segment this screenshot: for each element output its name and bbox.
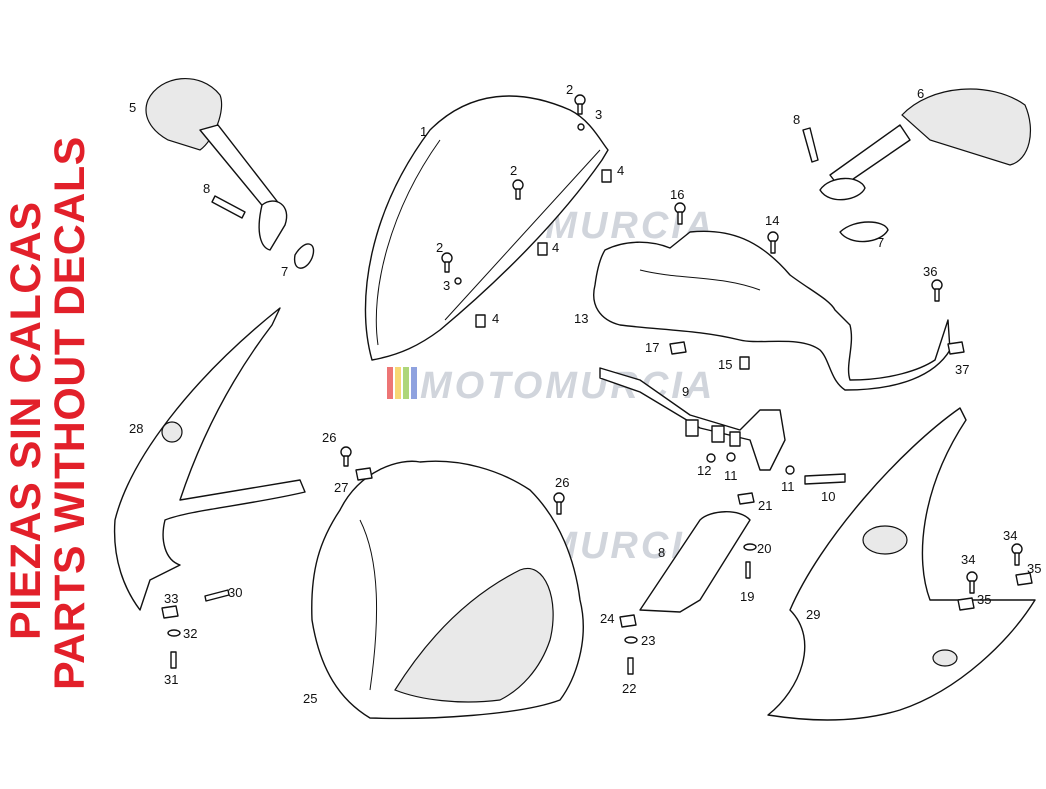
callout-31: 31 <box>164 672 178 687</box>
hardware-screws <box>170 94 1023 675</box>
headlight-bracket-part <box>599 367 786 471</box>
callout-15: 15 <box>718 357 732 372</box>
callout-11: 11 <box>781 479 795 494</box>
callout-2: 2 <box>436 240 443 255</box>
watermark-stripe-icon <box>395 367 401 399</box>
callout-7: 7 <box>281 264 288 279</box>
callout-34: 34 <box>961 552 975 567</box>
callout-26: 26 <box>322 430 336 445</box>
left-mirror-gasket-part <box>293 243 315 269</box>
callout-22: 22 <box>622 681 636 696</box>
callout-5: 5 <box>129 100 136 115</box>
callout-4: 4 <box>617 163 624 178</box>
callout-3: 3 <box>443 278 450 293</box>
callout-8: 8 <box>658 545 665 560</box>
callout-34: 34 <box>1003 528 1017 543</box>
inner-bracket-part <box>639 511 751 613</box>
callout-16: 16 <box>670 187 684 202</box>
left-mirror-bolt-part <box>211 195 246 219</box>
callout-7: 7 <box>877 235 884 250</box>
callout-27: 27 <box>334 480 348 495</box>
right-mirror-gasket-part <box>839 221 889 243</box>
callout-12: 12 <box>697 463 711 478</box>
callout-35: 35 <box>977 592 991 607</box>
callout-20: 20 <box>757 541 771 556</box>
bracket-bolt-part <box>804 473 846 485</box>
left-mirror-part <box>145 77 288 251</box>
watermark-stripe-icon <box>387 367 393 399</box>
callout-labels: 1 2 3 2 4 2 3 4 4 5 6 7 7 8 8 9 10 11 11… <box>129 82 1041 706</box>
callout-37: 37 <box>955 362 969 377</box>
callout-23: 23 <box>641 633 655 648</box>
watermark-text: MOTOMURCIA <box>420 365 715 407</box>
left-side-panel-part <box>113 307 306 611</box>
hardware-nuts-washers <box>161 123 1033 644</box>
right-mirror-bolt-part <box>802 127 819 163</box>
watermark-stripe-icon <box>411 367 417 399</box>
callout-19: 19 <box>740 589 754 604</box>
callout-35: 35 <box>1027 561 1041 576</box>
callout-17: 17 <box>645 340 659 355</box>
callout-26: 26 <box>555 475 569 490</box>
side-title-english: PARTS WITHOUT DECALS <box>46 136 94 690</box>
callout-32: 32 <box>183 626 197 641</box>
right-mirror-part <box>819 88 1032 201</box>
callout-33: 33 <box>164 591 178 606</box>
front-fairing-part <box>311 460 584 720</box>
callout-21: 21 <box>758 498 772 513</box>
callout-1: 1 <box>420 124 427 139</box>
callout-25: 25 <box>303 691 317 706</box>
callout-6: 6 <box>917 86 924 101</box>
side-title-spanish: PIEZAS SIN CALCAS <box>2 201 50 640</box>
callout-11: 11 <box>724 468 738 483</box>
watermark-stripe-icon <box>403 367 409 399</box>
callout-29: 29 <box>806 607 820 622</box>
callout-4: 4 <box>552 240 559 255</box>
windscreen-part <box>364 95 609 361</box>
callout-36: 36 <box>923 264 937 279</box>
callout-14: 14 <box>765 213 779 228</box>
right-side-panel-part <box>767 407 1036 721</box>
callout-8: 8 <box>203 181 210 196</box>
callout-28: 28 <box>129 421 143 436</box>
callout-3: 3 <box>595 107 602 122</box>
callout-10: 10 <box>821 489 835 504</box>
callout-9: 9 <box>682 384 689 399</box>
callout-24: 24 <box>600 611 614 626</box>
callout-8: 8 <box>793 112 800 127</box>
callout-2: 2 <box>510 163 517 178</box>
callout-13: 13 <box>574 311 588 326</box>
callout-2: 2 <box>566 82 573 97</box>
callout-4: 4 <box>492 311 499 326</box>
callout-30: 30 <box>228 585 242 600</box>
instrument-cover-part <box>593 230 951 391</box>
